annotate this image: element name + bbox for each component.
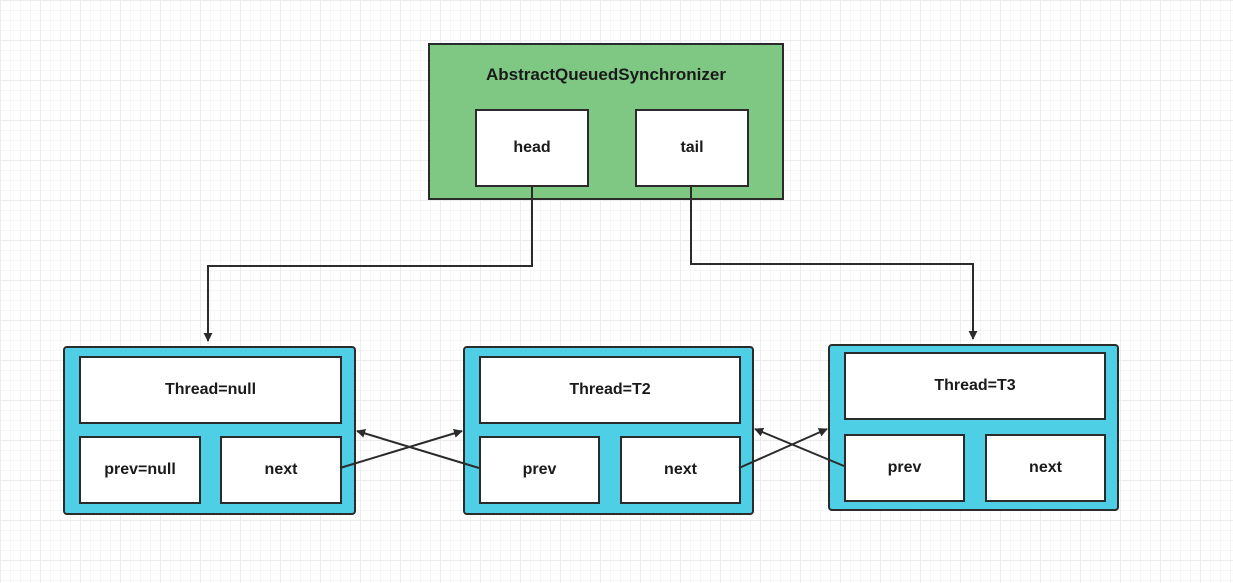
node-3-prev: prev [844, 434, 965, 502]
node-1-next-arrow [339, 429, 463, 469]
aqs-head-field: head [475, 109, 589, 187]
head-to-node-1-arrow [203, 186, 533, 342]
node-2-thread: Thread=T2 [479, 356, 741, 424]
node-2-prev: prev [479, 436, 600, 504]
node-1-next: next [220, 436, 342, 504]
tail-to-node-3-arrow [690, 186, 978, 340]
queue-node-3: Thread=T3 prev next [828, 344, 1119, 511]
node-3-thread: Thread=T3 [844, 352, 1106, 420]
queue-node-2: Thread=T2 prev next [463, 346, 754, 515]
node-1-thread: Thread=null [79, 356, 342, 424]
node-1-prev: prev=null [79, 436, 201, 504]
node-3-next: next [985, 434, 1106, 502]
node-2-prev-arrow [356, 429, 480, 469]
node-2-next: next [620, 436, 741, 504]
queue-node-1: Thread=null prev=null next [63, 346, 356, 515]
aqs-box: AbstractQueuedSynchronizer head tail [428, 43, 784, 200]
aqs-title: AbstractQueuedSynchronizer [486, 65, 726, 84]
aqs-tail-field: tail [635, 109, 749, 187]
